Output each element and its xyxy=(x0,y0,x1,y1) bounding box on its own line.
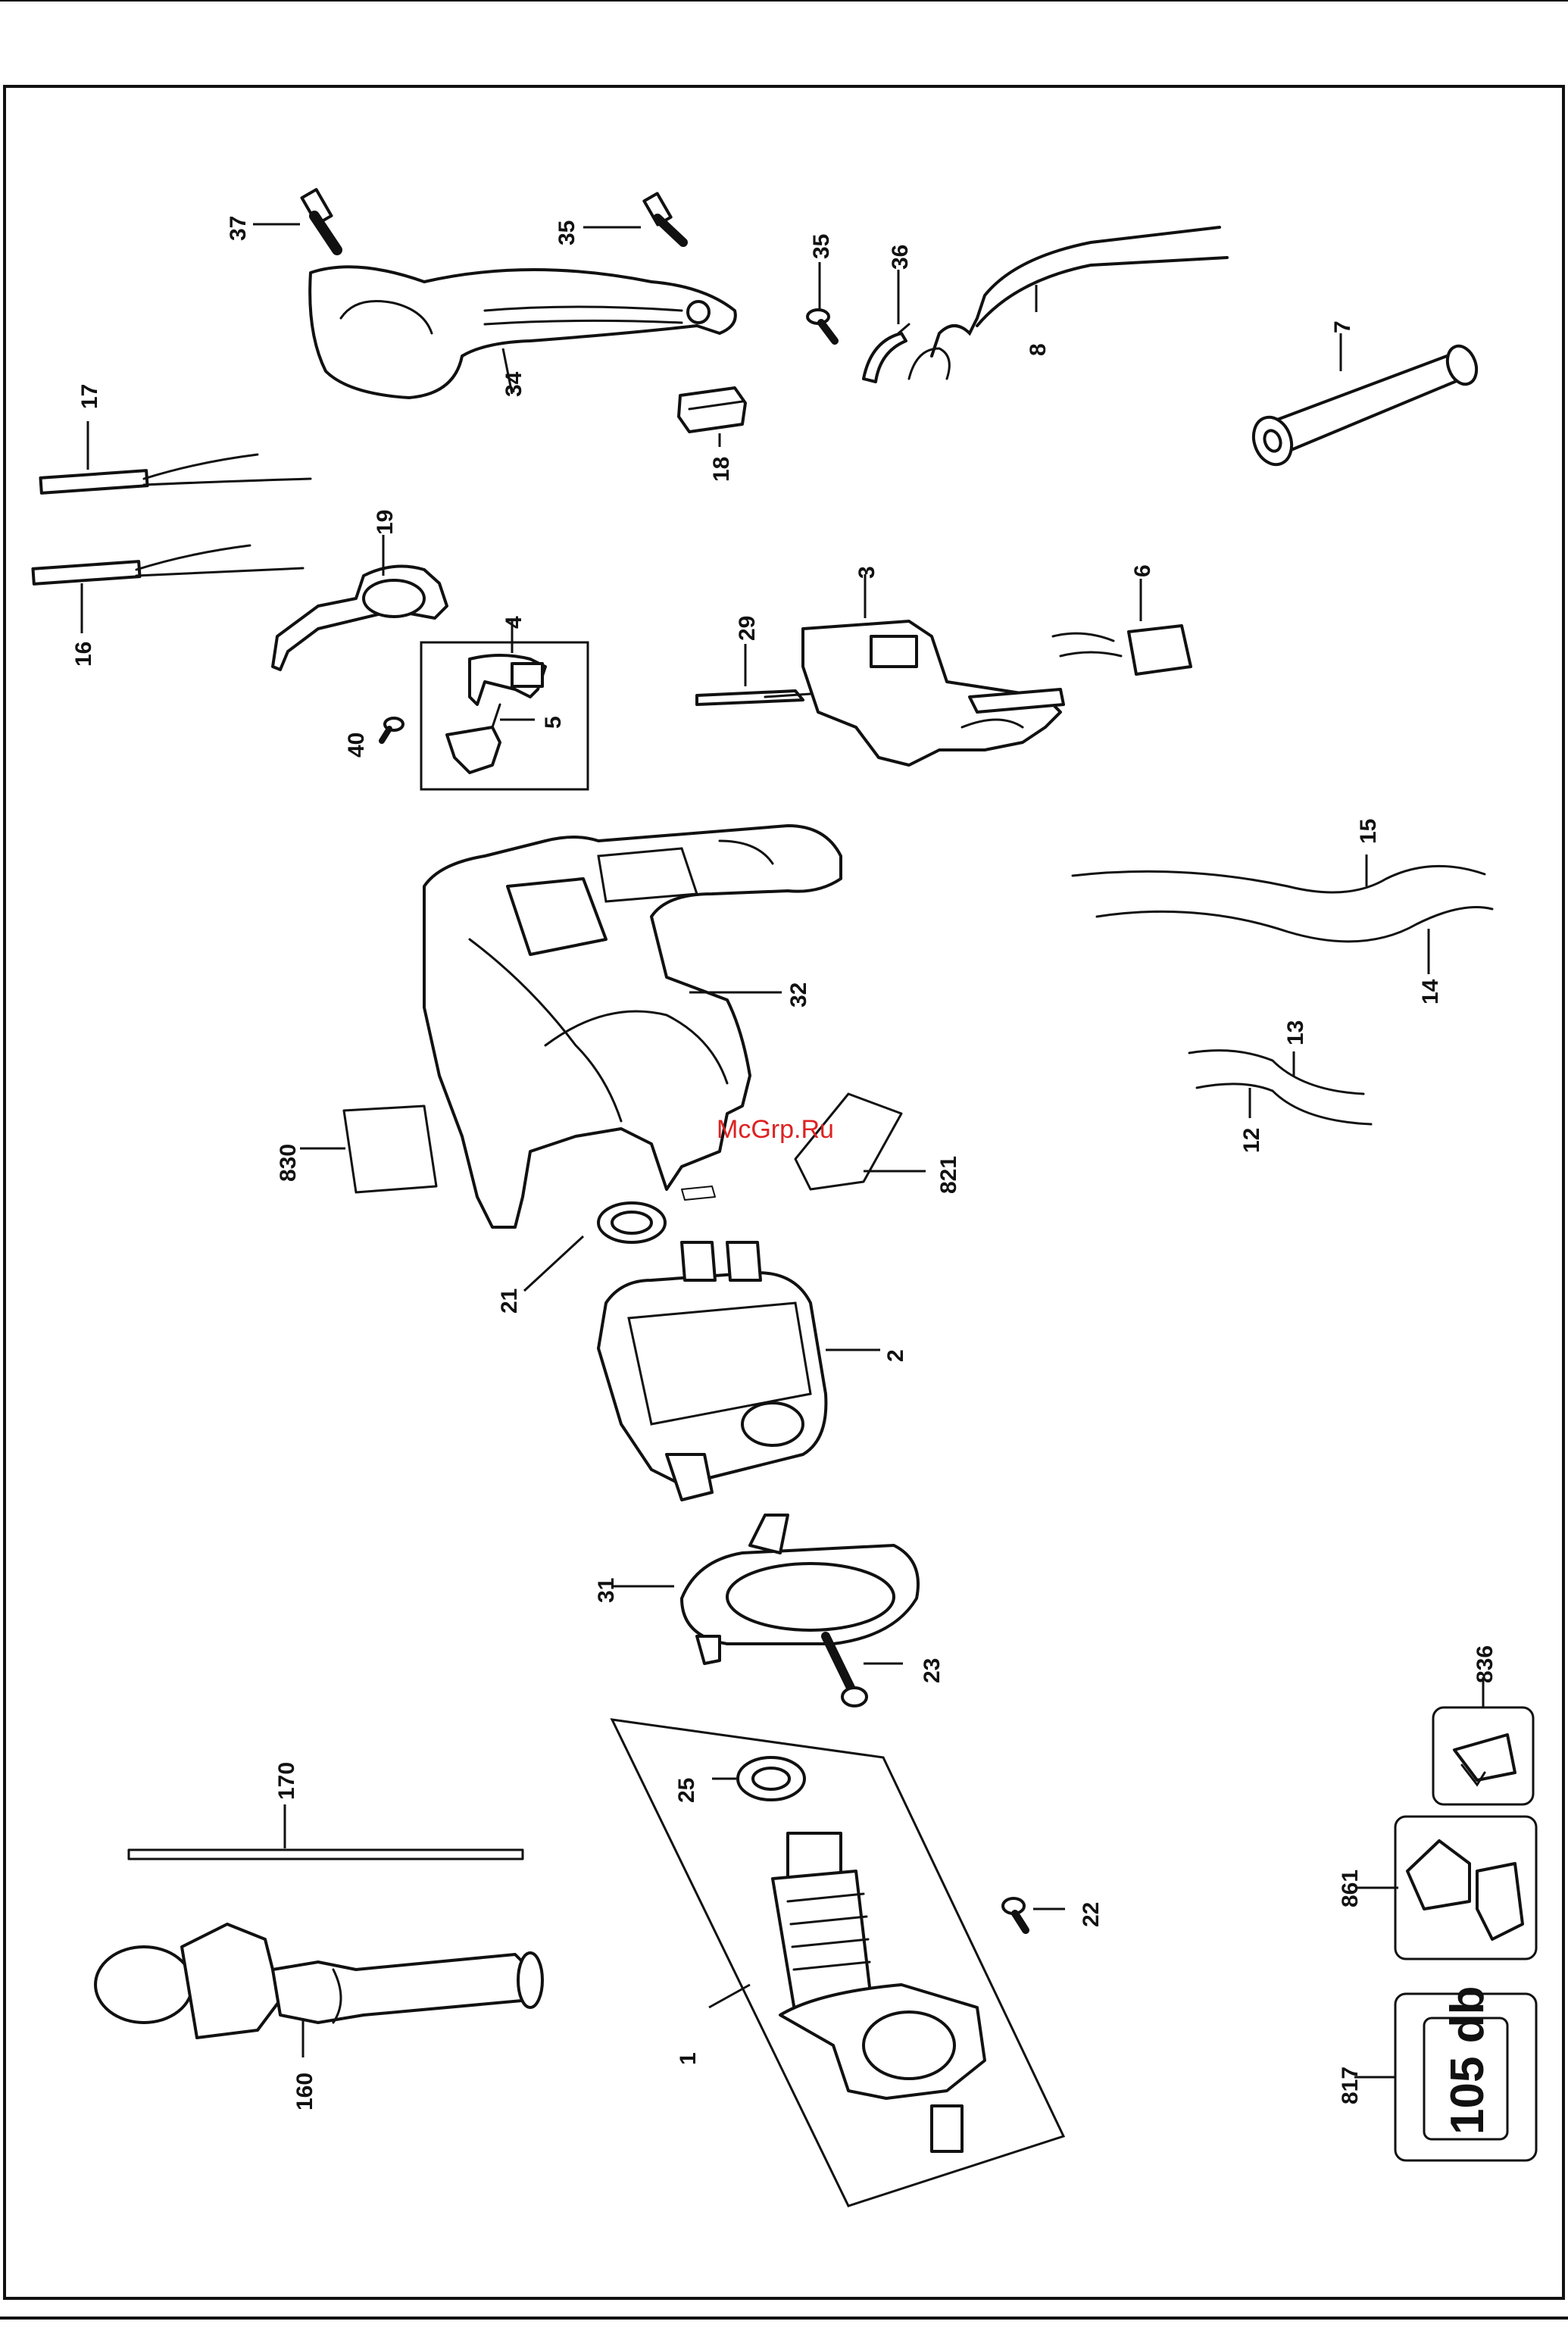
label-821: 821 xyxy=(936,1156,961,1194)
noise-rating: 105 db xyxy=(1441,1986,1494,2135)
part-35-screw-right: 35 xyxy=(807,234,835,341)
part-6-connector: 6 xyxy=(1053,564,1191,674)
label-35-right: 35 xyxy=(809,234,834,259)
label-18: 18 xyxy=(709,457,734,482)
label-35-top: 35 xyxy=(554,220,579,245)
part-34-handle-half: 34 xyxy=(310,267,736,398)
label-4: 4 xyxy=(501,616,526,629)
label-23: 23 xyxy=(920,1658,945,1683)
part-35-screw-top: 35 xyxy=(554,193,683,245)
label-861: 861 xyxy=(1338,1870,1363,1907)
part-40-screw: 40 xyxy=(344,718,403,758)
part-861-box: 861 xyxy=(1338,1817,1536,1959)
label-8: 8 xyxy=(1026,343,1051,356)
label-17: 17 xyxy=(77,384,102,409)
label-21: 21 xyxy=(497,1289,522,1314)
part-3-switch: 3 xyxy=(803,566,1064,765)
label-14: 14 xyxy=(1418,979,1443,1004)
label-34: 34 xyxy=(501,371,526,397)
part-2-stator: 2 xyxy=(598,1242,908,1500)
part-16-brush-spring: 16 xyxy=(33,545,303,667)
label-1: 1 xyxy=(676,2052,701,2065)
part-31-baffle: 31 xyxy=(594,1515,918,1664)
label-836: 836 xyxy=(1473,1645,1498,1683)
label-3: 3 xyxy=(854,566,879,579)
part-4-5-terminal-box: 4 5 xyxy=(421,616,588,789)
label-817: 817 xyxy=(1338,2067,1363,2104)
part-32-housing: 32 xyxy=(424,826,841,1227)
label-12: 12 xyxy=(1239,1128,1264,1153)
part-8-power-cord: 8 xyxy=(909,227,1227,379)
part-22-screw: 22 xyxy=(1003,1898,1104,1930)
label-5: 5 xyxy=(541,716,566,729)
label-15: 15 xyxy=(1356,819,1381,844)
label-32: 32 xyxy=(786,983,811,1008)
part-830-label: 830 xyxy=(276,1106,436,1192)
part-1-armature-group: 25 1 xyxy=(612,1720,1064,2206)
label-37: 37 xyxy=(226,216,251,241)
part-160-side-handle: 160 xyxy=(95,1924,542,2110)
part-37-screw: 37 xyxy=(226,189,337,250)
part-17-brush-spring: 17 xyxy=(40,384,311,493)
label-170: 170 xyxy=(274,1762,299,1800)
part-12-wire: 12 xyxy=(1197,1084,1371,1153)
part-14-wire: 14 xyxy=(1097,908,1492,1005)
label-31: 31 xyxy=(594,1578,619,1603)
part-170-depth-rod: 170 xyxy=(129,1762,523,1859)
part-18-brush: 18 xyxy=(679,388,745,482)
part-36-cable-clamp: 36 xyxy=(864,245,913,382)
watermark: McGrp.Ru xyxy=(717,1115,834,1144)
label-13: 13 xyxy=(1283,1020,1308,1045)
label-16: 16 xyxy=(71,642,96,667)
part-836-box: 836 xyxy=(1433,1645,1533,1804)
label-2: 2 xyxy=(883,1349,908,1362)
part-7-cord-guard: 7 xyxy=(1248,320,1482,470)
part-13-wire: 13 xyxy=(1189,1020,1363,1094)
label-830: 830 xyxy=(276,1144,301,1182)
part-15-wire: 15 xyxy=(1073,819,1485,892)
part-29-switch-rod: 29 xyxy=(697,616,811,704)
label-25: 25 xyxy=(674,1778,699,1803)
part-23-screw: 23 xyxy=(826,1636,945,1706)
label-40: 40 xyxy=(344,733,369,758)
label-160: 160 xyxy=(292,2073,317,2110)
label-36: 36 xyxy=(888,245,913,270)
label-19: 19 xyxy=(373,510,398,535)
label-7: 7 xyxy=(1330,320,1355,333)
label-22: 22 xyxy=(1079,1902,1104,1927)
part-817-box: 105 db 817 xyxy=(1338,1986,1536,2160)
label-6: 6 xyxy=(1130,564,1155,577)
label-29: 29 xyxy=(735,616,760,641)
